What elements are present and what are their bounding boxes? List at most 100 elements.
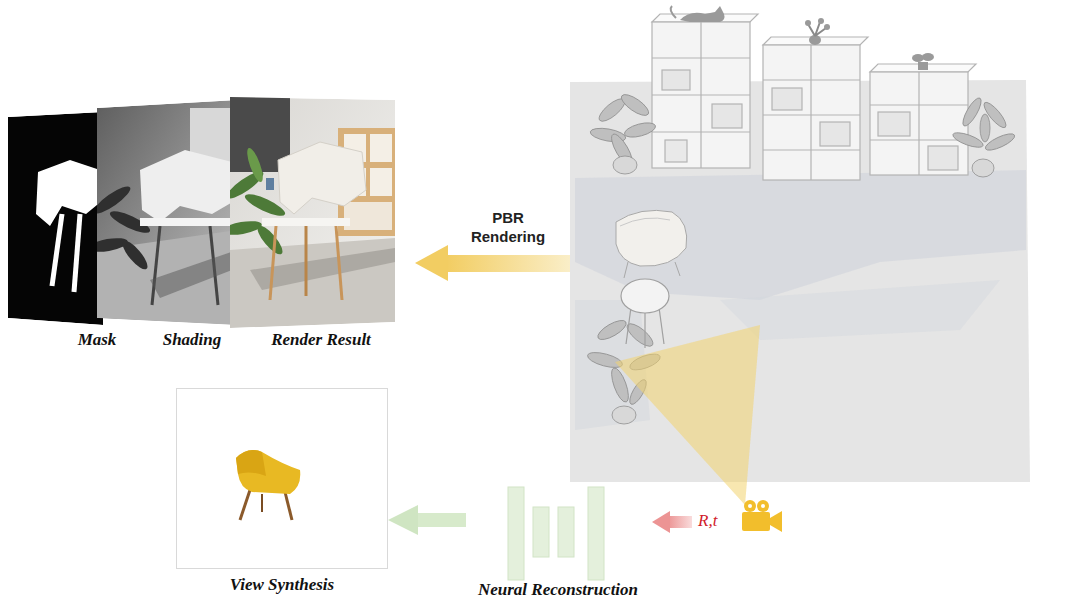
mask-image bbox=[52, 214, 62, 286]
bookshelf bbox=[918, 72, 919, 175]
render-image bbox=[336, 226, 342, 300]
render-image bbox=[230, 97, 395, 328]
side-table bbox=[621, 279, 669, 348]
render-image bbox=[262, 218, 350, 226]
render-image bbox=[305, 226, 308, 296]
shelf-decor bbox=[809, 35, 821, 45]
render-image bbox=[266, 178, 274, 190]
bookshelf bbox=[878, 112, 910, 136]
view-synthesis-image bbox=[236, 450, 266, 476]
network-bars bbox=[533, 507, 549, 557]
bookshelf bbox=[763, 45, 860, 180]
potted-plant bbox=[972, 159, 994, 177]
pbr-arrow bbox=[446, 255, 570, 272]
armchair bbox=[616, 210, 687, 266]
armchair bbox=[624, 262, 628, 278]
pbr-arrow bbox=[415, 245, 570, 281]
shading-image bbox=[140, 218, 230, 226]
wood-shelf bbox=[344, 202, 392, 230]
bookshelf bbox=[928, 146, 958, 170]
potted-plant bbox=[623, 120, 657, 140]
panel-caption: Shading bbox=[163, 330, 222, 350]
shelf-decor bbox=[922, 53, 934, 61]
view-synthesis-image bbox=[177, 389, 388, 569]
bookshelf bbox=[772, 88, 802, 110]
bookshelf bbox=[665, 140, 687, 162]
scene-floor bbox=[720, 280, 1000, 340]
camera-icon bbox=[742, 512, 770, 531]
bookshelf bbox=[810, 45, 811, 180]
network-bars bbox=[558, 507, 574, 557]
shading-image bbox=[87, 182, 152, 272]
shading-panel: Shading bbox=[97, 100, 247, 352]
camera-icon bbox=[744, 500, 756, 512]
camera-icon bbox=[748, 504, 752, 508]
bookshelf bbox=[652, 22, 750, 168]
view-synthesis-image bbox=[240, 490, 250, 520]
shelf-decor bbox=[671, 6, 934, 70]
view-synthesis-image bbox=[285, 492, 292, 520]
potted-plant bbox=[618, 91, 651, 119]
view-synthesis-image bbox=[177, 389, 388, 569]
shading-image bbox=[87, 100, 237, 325]
mask-image bbox=[36, 160, 103, 226]
side-table bbox=[621, 279, 669, 313]
shelf-decor bbox=[824, 24, 830, 30]
render-image bbox=[221, 146, 287, 257]
panel-caption: View Synthesis bbox=[230, 575, 334, 595]
pbr-arrow bbox=[415, 245, 448, 281]
render-image bbox=[244, 146, 266, 183]
render-image bbox=[270, 226, 276, 300]
armchair bbox=[616, 210, 687, 278]
potted-plant bbox=[586, 350, 624, 371]
shading-image bbox=[150, 250, 237, 298]
pose-arrow bbox=[668, 516, 692, 528]
network-block: Neural Reconstruction bbox=[466, 483, 650, 603]
render-image bbox=[221, 219, 262, 238]
shelf-decor bbox=[818, 18, 824, 24]
panel-caption: Mask bbox=[78, 330, 117, 350]
mask-image bbox=[8, 112, 103, 325]
render-image bbox=[230, 238, 395, 328]
network-bars bbox=[508, 487, 604, 580]
armchair bbox=[675, 262, 680, 276]
bookshelf bbox=[712, 104, 742, 128]
bookshelf bbox=[820, 122, 850, 146]
bookshelf bbox=[870, 72, 968, 175]
camera-icon bbox=[757, 500, 769, 512]
view-synthesis-image bbox=[236, 450, 300, 494]
shelf-decor bbox=[680, 6, 725, 22]
potted-plant bbox=[951, 130, 984, 150]
potted-plant bbox=[595, 317, 629, 343]
panel-caption: Render Result bbox=[271, 330, 371, 350]
shading-image bbox=[119, 237, 151, 272]
potted-plant bbox=[613, 156, 637, 174]
bookshelf bbox=[700, 22, 701, 168]
flow-arrow bbox=[414, 513, 466, 527]
shelf-decor bbox=[671, 6, 676, 18]
camera-icon bbox=[742, 500, 782, 532]
render-image bbox=[221, 97, 395, 328]
camera-icon bbox=[770, 511, 782, 532]
armchair bbox=[620, 218, 670, 226]
view-box: View Synthesis bbox=[176, 388, 388, 600]
shelf-decor bbox=[918, 62, 928, 70]
shelf-decor bbox=[805, 20, 811, 26]
potted-plant bbox=[980, 114, 990, 142]
camera-frustum bbox=[615, 325, 760, 505]
shading-image bbox=[97, 100, 237, 325]
mask-image bbox=[8, 112, 103, 325]
pose-arrow bbox=[652, 511, 670, 533]
render-panel: Render Result bbox=[228, 96, 398, 352]
pose-arrow bbox=[652, 511, 692, 533]
pose-label: R,t bbox=[698, 511, 717, 531]
render-image bbox=[254, 222, 286, 257]
network-bars bbox=[588, 487, 604, 580]
network-bars bbox=[508, 487, 524, 580]
shading-image bbox=[87, 236, 128, 255]
mask-image bbox=[74, 214, 80, 292]
arrow-label: PBR Rendering bbox=[460, 208, 556, 246]
